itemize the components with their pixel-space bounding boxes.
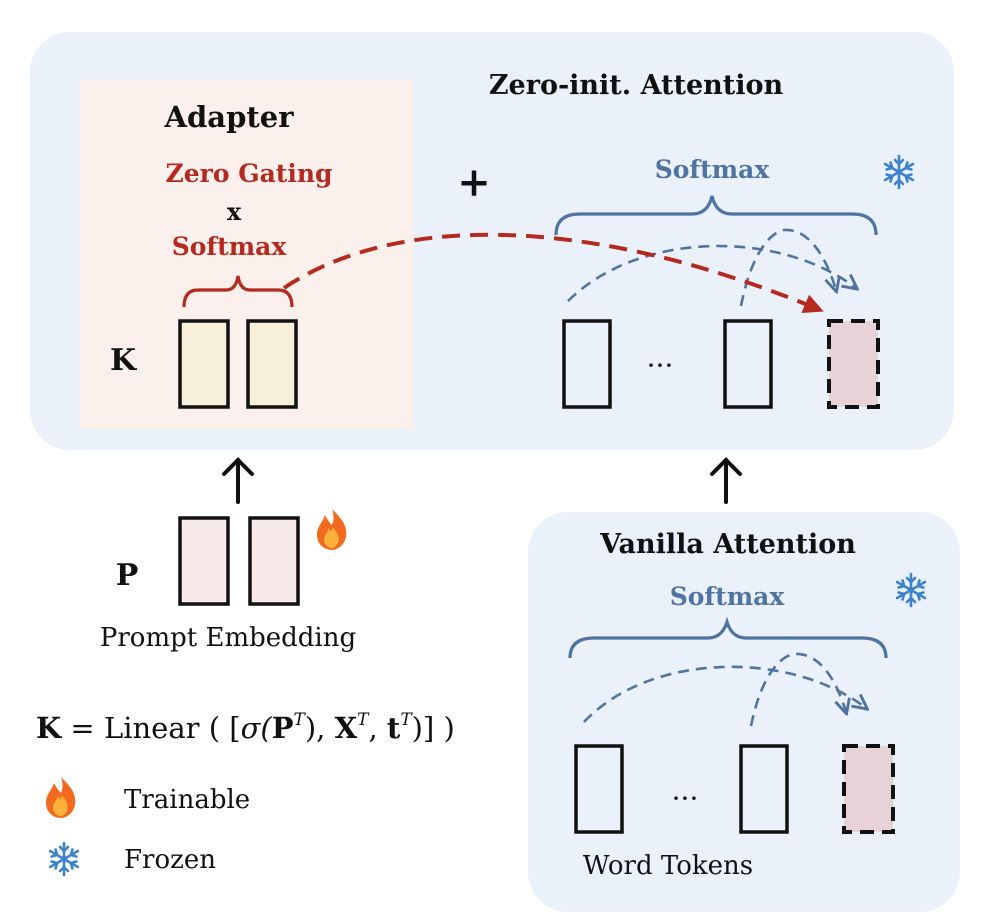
formula-open: ( [ — [209, 711, 241, 745]
flame-icon — [317, 509, 347, 550]
vanilla-softmax-brace — [568, 616, 888, 659]
adapter-softmax-brace — [182, 275, 294, 308]
legend-frozen: Frozen — [124, 845, 216, 875]
gating-arrow — [282, 232, 824, 314]
vanilla-title: Vanilla Attention — [599, 529, 856, 560]
formula-sup-t: T — [400, 710, 413, 730]
formula-eq: = Linear — [61, 711, 208, 745]
formula-lhs: K — [36, 711, 63, 745]
word-token — [723, 319, 773, 409]
snowflake-icon — [48, 841, 80, 877]
prompt-caption: Prompt Embedding — [100, 623, 356, 653]
attention-arrow — [583, 665, 866, 723]
legend-trainable: Trainable — [124, 785, 250, 815]
word-token — [574, 744, 624, 834]
attention-arrow — [749, 652, 846, 727]
ellipsis: ··· — [672, 782, 699, 815]
attention-arrow — [567, 244, 856, 302]
zero-gating-label: Zero Gating — [166, 159, 333, 188]
masked-token — [842, 744, 895, 834]
formula-sup-t: T — [357, 710, 370, 730]
multiply-sign: x — [227, 197, 242, 226]
formula-sup-t: T — [294, 710, 307, 730]
prompt-token-2 — [248, 516, 300, 606]
up-arrow-adapter — [222, 457, 254, 504]
up-arrow-vanilla — [710, 457, 742, 504]
adapter-key-token-2 — [246, 319, 298, 409]
formula-close-sigma: ), — [305, 711, 335, 745]
prompt-token-1 — [178, 516, 230, 606]
formula-close: )] ) — [412, 711, 455, 745]
vanilla-caption: Word Tokens — [583, 851, 753, 881]
adapter-title: Adapter — [164, 100, 295, 134]
plus-sign: + — [457, 159, 491, 206]
ellipsis: ··· — [647, 349, 674, 382]
masked-token — [827, 319, 880, 409]
p-label: P — [116, 558, 139, 593]
zero-init-title: Zero-init. Attention — [489, 70, 784, 101]
k-label: K — [110, 343, 137, 378]
formula-t: t — [387, 711, 401, 745]
formula-comma: , — [368, 711, 386, 745]
flame-icon — [46, 777, 76, 818]
formula-sigma: σ( — [241, 711, 273, 745]
formula-x: X — [335, 711, 358, 745]
adapter-key-token-1 — [178, 319, 230, 409]
zero-init-softmax-brace — [554, 195, 878, 236]
formula: K = Linear ( [σ(PT), XT, tT)] ) — [36, 710, 455, 745]
word-token — [739, 744, 789, 834]
vanilla-softmax-label: Softmax — [670, 582, 786, 611]
attention-arrow — [739, 228, 836, 307]
formula-p: P — [272, 711, 294, 745]
zero-init-softmax-label: Softmax — [655, 155, 771, 184]
word-token — [562, 319, 612, 409]
adapter-softmax-label: Softmax — [172, 232, 288, 261]
